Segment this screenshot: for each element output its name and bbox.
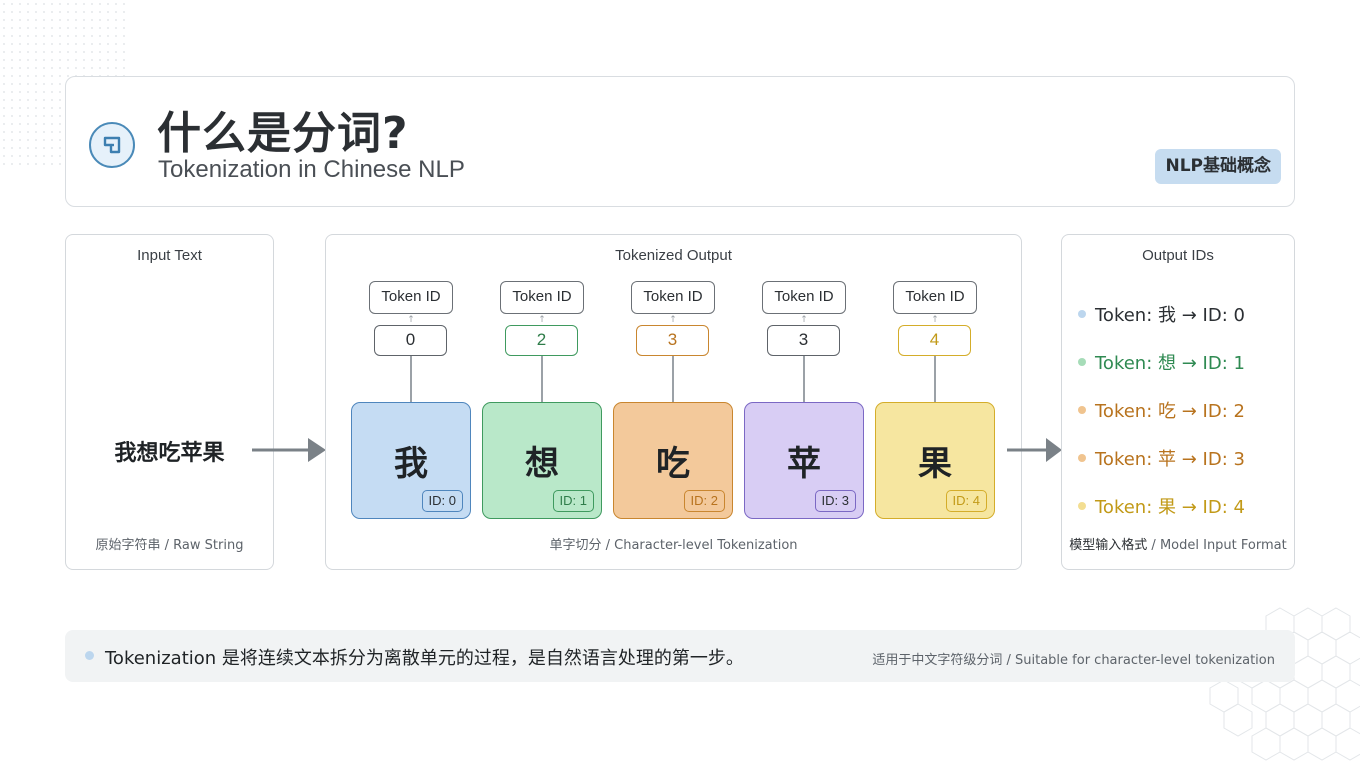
ids-caption-en: / Model Input Format <box>1147 538 1287 553</box>
category-tag: NLP基础概念 <box>1155 149 1281 184</box>
token-box: 吃 ID: 2 <box>613 402 733 519</box>
token-box: 想 ID: 1 <box>482 402 602 519</box>
token-char: 想 <box>525 444 559 484</box>
input-panel-title: Input Text <box>137 247 202 264</box>
connector-line <box>672 356 674 402</box>
up-arrow-icon: ↑ <box>800 315 808 325</box>
header-card: 什么是分词? Tokenization in Chinese NLP NLP基础… <box>65 76 1295 207</box>
bullet-dot <box>1078 406 1086 414</box>
output-id-text: Token: 想 → ID: 1 <box>1095 353 1245 374</box>
input-panel-caption: 原始字符串 / Raw String <box>95 538 244 553</box>
connector-line <box>541 356 543 402</box>
page-title: 什么是分词? <box>157 108 409 159</box>
summary-text: Tokenization 是将连续文本拆分为离散单元的过程，是自然语言处理的第一… <box>105 648 744 669</box>
hexagon-pattern-decoration <box>1209 607 1360 761</box>
arrow-right-icon <box>252 438 332 462</box>
output-id-text: Token: 吃 → ID: 2 <box>1095 401 1245 422</box>
up-arrow-icon: ↑ <box>669 315 677 325</box>
ids-panel-caption: 模型输入格式 / Model Input Format <box>1062 534 1294 553</box>
token-box: 苹 ID: 3 <box>744 402 864 519</box>
output-id-row: Token: 我 → ID: 0 <box>1078 304 1245 328</box>
output-id-text: Token: 我 → ID: 0 <box>1095 305 1245 326</box>
raw-input-text: 我想吃苹果 <box>114 441 225 466</box>
token-id-badge: ID: 4 <box>945 490 987 512</box>
connector-line <box>803 356 805 402</box>
token-box: 我 ID: 0 <box>351 402 471 519</box>
output-panel-title: Tokenized Output <box>615 247 732 264</box>
output-id-text: Token: 苹 → ID: 3 <box>1095 449 1245 470</box>
up-arrow-icon: ↑ <box>407 315 415 325</box>
output-id-text: Token: 果 → ID: 4 <box>1095 497 1245 518</box>
token-id-badge: ID: 3 <box>814 490 856 512</box>
bullet-dot <box>1078 310 1086 318</box>
token-char: 苹 <box>787 444 821 484</box>
summary-note: Tokenization 是将连续文本拆分为离散单元的过程，是自然语言处理的第一… <box>65 630 1295 682</box>
connector-line <box>410 356 412 402</box>
up-arrow-icon: ↑ <box>931 315 939 325</box>
output-id-row: Token: 果 → ID: 4 <box>1078 496 1245 520</box>
tokenized-output-panel: Tokenized Output Token ID ↑ 0 我 ID: 0 To… <box>325 234 1022 570</box>
token-id-value: 4 <box>898 325 971 356</box>
token-char: 吃 <box>656 444 690 484</box>
token-char: 我 <box>394 444 428 484</box>
token-id-label: Token ID <box>762 281 846 314</box>
tokenize-logo-icon <box>89 122 135 168</box>
token-id-value: 3 <box>636 325 709 356</box>
input-text-panel: Input Text 我想吃苹果 原始字符串 / Raw String <box>65 234 274 570</box>
token-id-badge: ID: 0 <box>421 490 463 512</box>
token-id-badge: ID: 1 <box>552 490 594 512</box>
bullet-dot <box>1078 358 1086 366</box>
token-box: 果 ID: 4 <box>875 402 995 519</box>
up-arrow-icon: ↑ <box>538 315 546 325</box>
bullet-dot <box>85 651 94 660</box>
token-id-label: Token ID <box>893 281 977 314</box>
output-id-row: Token: 吃 → ID: 2 <box>1078 400 1245 424</box>
token-id-label: Token ID <box>631 281 715 314</box>
token-id-value: 0 <box>374 325 447 356</box>
bullet-dot <box>1078 502 1086 510</box>
token-id-label: Token ID <box>369 281 453 314</box>
output-ids-panel: Output IDs Token: 我 → ID: 0 Token: 想 → I… <box>1061 234 1295 570</box>
token-id-value: 3 <box>767 325 840 356</box>
ids-panel-title: Output IDs <box>1142 247 1214 264</box>
token-id-badge: ID: 2 <box>683 490 725 512</box>
output-id-row: Token: 想 → ID: 1 <box>1078 352 1245 376</box>
summary-side-note: 适用于中文字符级分词 / Suitable for character-leve… <box>872 653 1275 668</box>
output-id-row: Token: 苹 → ID: 3 <box>1078 448 1245 472</box>
token-id-label: Token ID <box>500 281 584 314</box>
token-char: 果 <box>918 444 952 484</box>
output-panel-caption: 单字切分 / Character-level Tokenization <box>549 538 798 553</box>
connector-line <box>934 356 936 402</box>
ids-caption-cn: 模型输入格式 <box>1069 538 1148 553</box>
token-id-value: 2 <box>505 325 578 356</box>
page-subtitle: Tokenization in Chinese NLP <box>158 156 465 183</box>
bullet-dot <box>1078 454 1086 462</box>
